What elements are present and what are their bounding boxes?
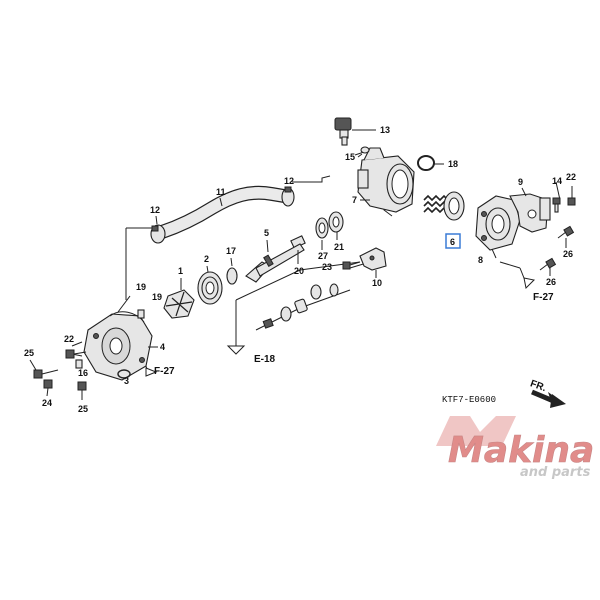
- part-labels: 13 15 18 7 9 14 22 26 8 26 6 11 12 12 5 …: [24, 125, 576, 414]
- front-direction-label: FR.: [529, 378, 548, 394]
- part-label-7: 7: [352, 195, 357, 205]
- impeller: [163, 289, 195, 319]
- thermostat: [423, 191, 465, 221]
- mechanical-seal: [197, 271, 223, 305]
- thermostat-housing: [357, 147, 415, 213]
- dowel-pin-16: [75, 359, 83, 369]
- part-label-26-lower: 26: [546, 277, 556, 287]
- part-label-9: 9: [518, 177, 523, 187]
- part-label-1: 1: [178, 266, 183, 276]
- bolt-14: [552, 197, 561, 213]
- front-direction-arrow: [531, 389, 566, 408]
- part-label-13: 13: [380, 125, 390, 135]
- temperature-sensor: [334, 117, 352, 146]
- bolt-24: [43, 379, 53, 389]
- dowel-pin-19: [137, 309, 145, 319]
- part-label-21: 21: [334, 242, 344, 252]
- part-label-27: 27: [318, 251, 328, 261]
- highlighted-part-box: [445, 233, 461, 249]
- part-label-10: 10: [372, 278, 382, 288]
- part-label-5: 5: [264, 228, 269, 238]
- bracket-10: [359, 247, 387, 271]
- part-label-17: 17: [226, 246, 236, 256]
- part-label-4: 4: [160, 342, 165, 352]
- part-label-12-left: 12: [150, 205, 160, 215]
- part-label-22-right: 22: [566, 172, 576, 182]
- reference-f27-left: F-27: [154, 366, 175, 377]
- part-label-23: 23: [322, 262, 332, 272]
- mounting-bracket: [509, 193, 551, 233]
- bolt-26-upper: [557, 225, 575, 239]
- thermostat-cover: [475, 195, 521, 251]
- part-label-8: 8: [478, 255, 483, 265]
- bolt-22-right: [567, 197, 576, 206]
- bearing-27: [315, 217, 329, 239]
- part-label-12-right: 12: [284, 176, 294, 186]
- diagram-code: KTF7-E0600: [442, 395, 496, 405]
- water-pump-cover: [83, 311, 153, 381]
- hose-clamp-right: [281, 186, 295, 207]
- bolt-23: [342, 261, 361, 270]
- f27-left-reference-arrow: [145, 365, 158, 377]
- oil-seal-parts: [262, 283, 339, 329]
- part-label-15: 15: [345, 152, 355, 162]
- part-label-16: 16: [78, 368, 88, 378]
- o-ring-large: [417, 155, 435, 171]
- part-label-22-left: 22: [64, 334, 74, 344]
- part-label-25-left: 25: [24, 348, 34, 358]
- part-label-18: 18: [448, 159, 458, 169]
- part-label-19: 19: [152, 292, 162, 302]
- part-label-11: 11: [216, 187, 226, 197]
- o-ring-3: [117, 369, 131, 379]
- f27-right-reference-arrow: [519, 267, 536, 290]
- part-label-26-upper: 26: [563, 249, 573, 259]
- bolt-25-left: [33, 369, 59, 379]
- part-label-25-bottom: 25: [78, 404, 88, 414]
- reference-e18: E-18: [254, 354, 276, 365]
- pump-shaft: [245, 243, 305, 283]
- part-label-19-upper: 19: [136, 282, 146, 292]
- part-label-6: 6: [450, 237, 455, 247]
- seal-21: [328, 211, 344, 233]
- part-label-20: 20: [294, 266, 304, 276]
- bolt-22-left: [65, 349, 87, 359]
- part-label-24: 24: [42, 398, 52, 408]
- e18-reference-arrow: [226, 340, 246, 355]
- makina-watermark-logo: Makina and parts: [436, 416, 595, 480]
- o-ring-small: [360, 146, 370, 154]
- bolt-26-lower: [539, 257, 557, 271]
- bolt-25-bottom: [77, 381, 87, 400]
- watermark-tagline: and parts: [520, 465, 591, 480]
- hose-clamp-left: [150, 224, 166, 244]
- part-label-14: 14: [552, 176, 562, 186]
- part-label-2: 2: [204, 254, 209, 264]
- watermark-brand: Makina: [448, 430, 594, 471]
- reference-f27-right: F-27: [533, 292, 554, 303]
- bearing-17: [226, 267, 238, 285]
- part-label-3: 3: [124, 376, 129, 386]
